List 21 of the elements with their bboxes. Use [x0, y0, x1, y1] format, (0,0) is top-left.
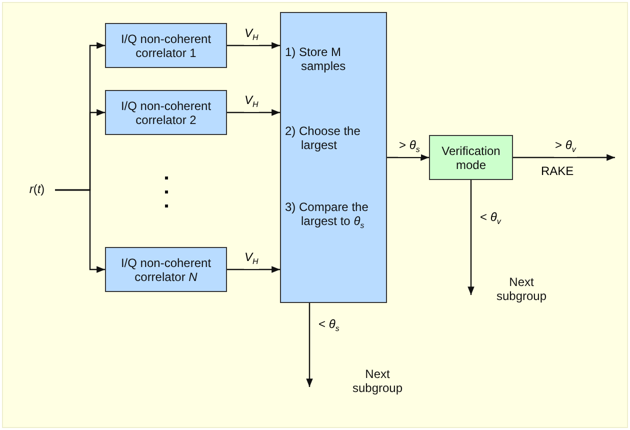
- arrow: [513, 154, 615, 161]
- signal-label: r(t): [20, 182, 54, 196]
- process-box: Verification mode: [429, 135, 513, 180]
- process-box: I/Q non-coherent correlator N: [105, 247, 227, 292]
- arrow: [227, 266, 280, 273]
- process-box: [280, 12, 387, 303]
- arrow: [468, 180, 474, 295]
- step-text: 2) Choose the largest: [285, 124, 362, 152]
- output-label: Next subgroup: [484, 275, 559, 303]
- output-label: RAKE: [540, 164, 575, 178]
- arrow: [227, 42, 280, 49]
- process-box: I/Q non-coherent correlator 1: [105, 23, 227, 68]
- arrow: [306, 303, 313, 387]
- arrow: [227, 109, 280, 116]
- process-box: I/Q non-coherent correlator 2: [105, 90, 227, 135]
- edge-label: > θ$_{s}$: [398, 138, 421, 156]
- step-text: 3) Compare the largest to θ$_{s}$: [285, 200, 370, 232]
- output-label: Next subgroup: [340, 367, 415, 395]
- step-text: 1) Store M samples: [285, 45, 347, 73]
- arrow: [387, 154, 429, 161]
- arrow: [55, 189, 105, 273]
